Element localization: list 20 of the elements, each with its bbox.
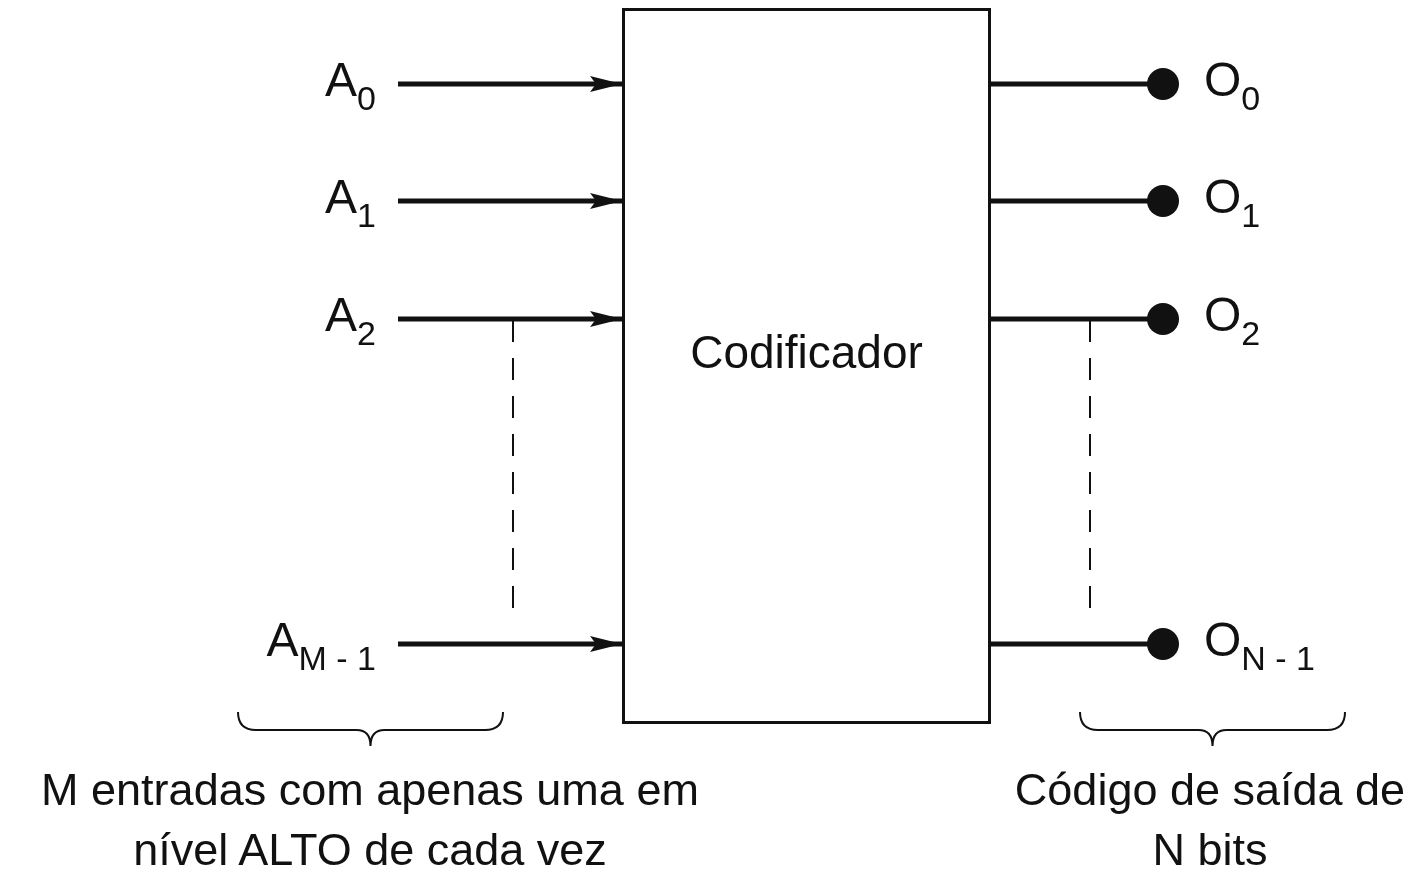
output-line xyxy=(991,185,1179,217)
input-arrow xyxy=(398,311,622,327)
signal-label: A$_{1}$ xyxy=(290,173,398,229)
output-line xyxy=(991,303,1179,335)
signal-label: O$_{2}$ xyxy=(1178,291,1298,347)
signal-label: A$_{0}$ xyxy=(290,56,398,112)
input-arrow xyxy=(398,193,622,209)
signal-label: O$_{0}$ xyxy=(1178,56,1298,112)
signal-label: O$_{N - 1}$ xyxy=(1178,616,1348,672)
signal-label: O$_{1}$ xyxy=(1178,173,1298,229)
block-title: Codificador xyxy=(690,329,923,380)
signal-label: A$_{M - 1}$ xyxy=(220,616,398,672)
input-arrow xyxy=(398,76,622,92)
output-line xyxy=(991,628,1179,660)
caption-text: Código de saída de N bits xyxy=(1013,763,1407,877)
output-line xyxy=(991,68,1179,100)
input-arrow xyxy=(398,636,622,652)
signal-label: A$_{2}$ xyxy=(290,291,398,347)
caption-text: M entradas com apenas uma em nível ALTO de cada vez xyxy=(40,763,700,877)
encoder-block xyxy=(622,8,991,724)
